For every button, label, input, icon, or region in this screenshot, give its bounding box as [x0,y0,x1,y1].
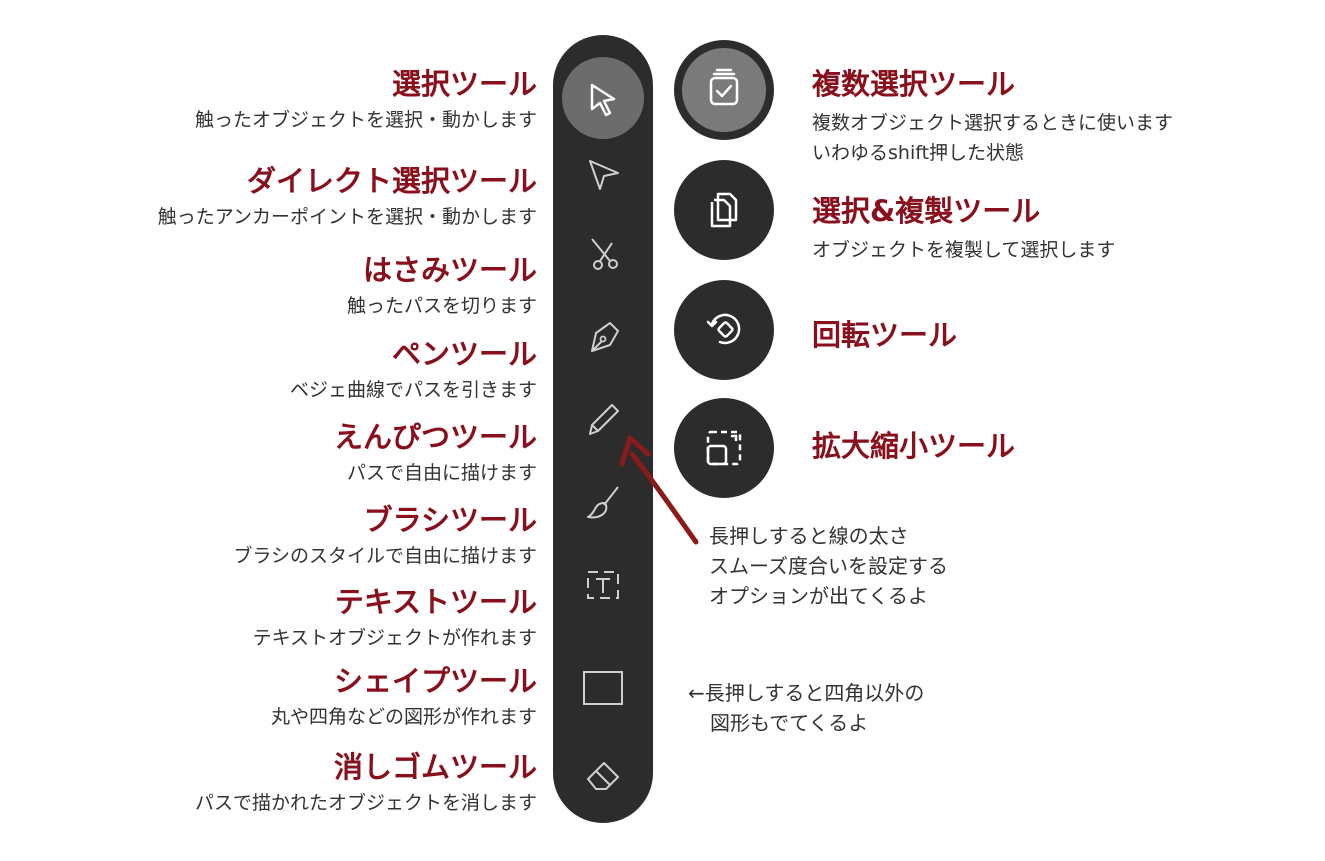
duplicate-tool-button[interactable] [674,160,774,260]
desc-line: オブジェクトを複製して選択します [812,239,1116,261]
tool-description: パスで描かれたオブジェクトを消します [194,792,537,814]
shape-tool-button[interactable] [553,653,653,723]
tool-title: 選択ツール [391,67,537,101]
tool-title: テキストツール [334,585,537,619]
scissors-tool-button[interactable] [553,219,653,289]
label-eraser-tool: 消しゴムツール パスで描かれたオブジェクトを消します [195,749,537,817]
note-line: ←長押しすると四角以外の [688,681,925,705]
cursor-icon [590,83,616,117]
label-scale-tool: 拡大縮小ツール [812,428,1015,464]
tool-title: ペンツール [391,337,537,371]
brush-tool-button[interactable] [553,467,653,537]
tool-description: ブラシのスタイルで自由に描けます [233,545,537,567]
pencil-icon [589,404,619,435]
label-rotate-tool: 回転ツール [812,317,957,353]
note-line: 図形もでてくるよ [710,711,869,735]
shape-option-note: ←長押しすると四角以外の 図形もでてくるよ [688,678,924,738]
tool-title: 複数選択ツール [812,67,1016,101]
tool-title: 消しゴムツール [333,750,537,784]
tool-description: 触ったアンカーポイントを選択・動かします [157,206,537,228]
pen-icon [591,322,619,352]
note-line: オプションが出てくるよ [709,584,928,608]
label-shape-tool: シェイプツール 丸や四角などの図形が作れます [271,663,537,731]
eraser-tool-button[interactable] [553,739,653,809]
vertical-toolbar [553,35,653,823]
desc-line: いわゆるshift押した状態 [812,142,1025,164]
direct-select-tool-button[interactable] [553,139,653,209]
tool-description: パスで自由に描けます [346,462,537,484]
label-pen-tool: ペンツール ベジェ曲線でパスを引きます [290,336,537,404]
tool-title: はさみツール [362,253,537,287]
note-line: 長押しすると線の太さ [709,524,909,548]
rotate-tool-button[interactable] [674,280,774,380]
text-icon [587,571,619,599]
brush-icon [587,486,619,519]
duplicate-icon [710,192,738,228]
label-direct-select-tool: ダイレクト選択ツール 触ったアンカーポイントを選択・動かします [158,163,537,231]
tool-description: 複数オブジェクト選択するときに使います いわゆるshift押した状態 [812,108,1173,168]
text-tool-button[interactable] [553,550,653,620]
note-line: スムーズ度合いを設定する [709,554,948,578]
scissors-icon [591,238,618,270]
tool-description: ベジェ曲線でパスを引きます [289,379,537,401]
scale-icon [706,430,742,466]
tool-description: テキストオブジェクトが作れます [252,627,537,649]
label-duplicate-tool: 選択&複製ツール オブジェクトを複製して選択します [812,193,1115,265]
tool-description: 触ったパスを切ります [346,295,537,317]
label-scissors-tool: はさみツール 触ったパスを切ります [347,252,537,320]
select-tool-button[interactable] [553,57,653,139]
multi-select-tool-button[interactable] [674,40,774,140]
tool-title: シェイプツール [333,664,537,698]
direct-select-icon [589,160,619,190]
tool-title: 拡大縮小ツール [812,429,1016,463]
pencil-tool-button[interactable] [553,385,653,455]
rectangle-icon [583,671,623,705]
tool-description: 丸や四角などの図形が作れます [270,706,537,728]
tool-title: えんぴつツール [333,420,537,454]
label-text-tool: テキストツール テキストオブジェクトが作れます [253,584,537,652]
tool-title: ダイレクト選択ツール [246,164,537,198]
tool-title: ブラシツール [363,503,537,537]
label-brush-tool: ブラシツール ブラシのスタイルで自由に描けます [233,502,537,570]
scale-tool-button[interactable] [674,398,774,498]
multi-select-icon [709,68,739,106]
rotate-icon [706,313,741,345]
tool-title: 選択&複製ツール [812,194,1041,228]
tool-description: 触ったオブジェクトを選択・動かします [194,109,537,131]
pencil-option-note: 長押しすると線の太さ スムーズ度合いを設定する オプションが出てくるよ [709,521,948,611]
annotation-arrow [619,435,699,545]
desc-line: 複数オブジェクト選択するときに使います [812,112,1174,134]
label-select-tool: 選択ツール 触ったオブジェクトを選択・動かします [195,66,537,134]
label-pencil-tool: えんぴつツール パスで自由に描けます [334,419,537,487]
tool-title: 回転ツール [812,318,958,352]
tool-description: オブジェクトを複製して選択します [812,235,1115,265]
eraser-icon [587,762,619,790]
label-multi-select-tool: 複数選択ツール 複数オブジェクト選択するときに使います いわゆるshift押した… [812,66,1173,168]
pen-tool-button[interactable] [553,303,653,373]
